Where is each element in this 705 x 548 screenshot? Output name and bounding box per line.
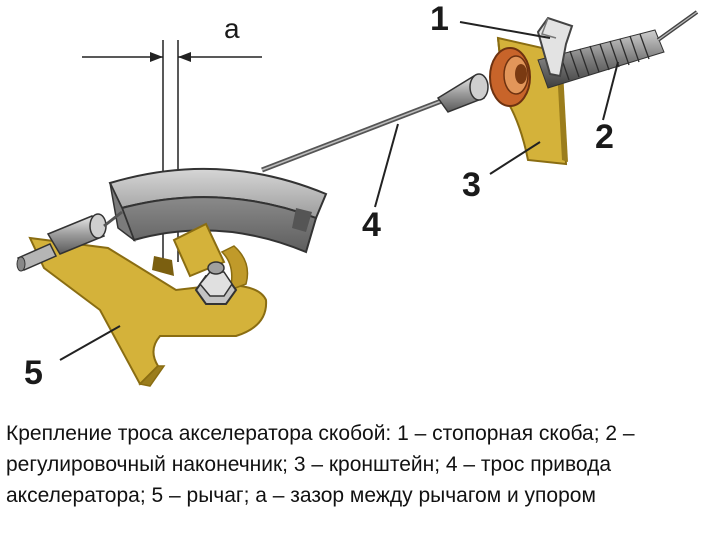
gap-label: a <box>224 13 240 44</box>
lever <box>28 222 268 387</box>
lock-clip <box>536 16 574 78</box>
callout-2: 2 <box>595 118 614 156</box>
figure-caption: Крепление троса акселератора скобой: 1 –… <box>6 422 635 507</box>
cable-end <box>16 210 123 272</box>
throttle-sector <box>108 167 328 254</box>
callout-1: 1 <box>430 0 449 38</box>
callout-3: 3 <box>462 166 481 204</box>
accelerator-cable-diagram: a <box>16 0 699 392</box>
leader-lines <box>59 21 619 361</box>
adjusting-tip <box>537 10 699 89</box>
callout-4: 4 <box>362 206 381 244</box>
lever-bolt <box>194 261 238 305</box>
cable-cone <box>436 73 489 113</box>
callout-5: 5 <box>24 354 43 392</box>
adjusting-nut <box>489 47 531 107</box>
